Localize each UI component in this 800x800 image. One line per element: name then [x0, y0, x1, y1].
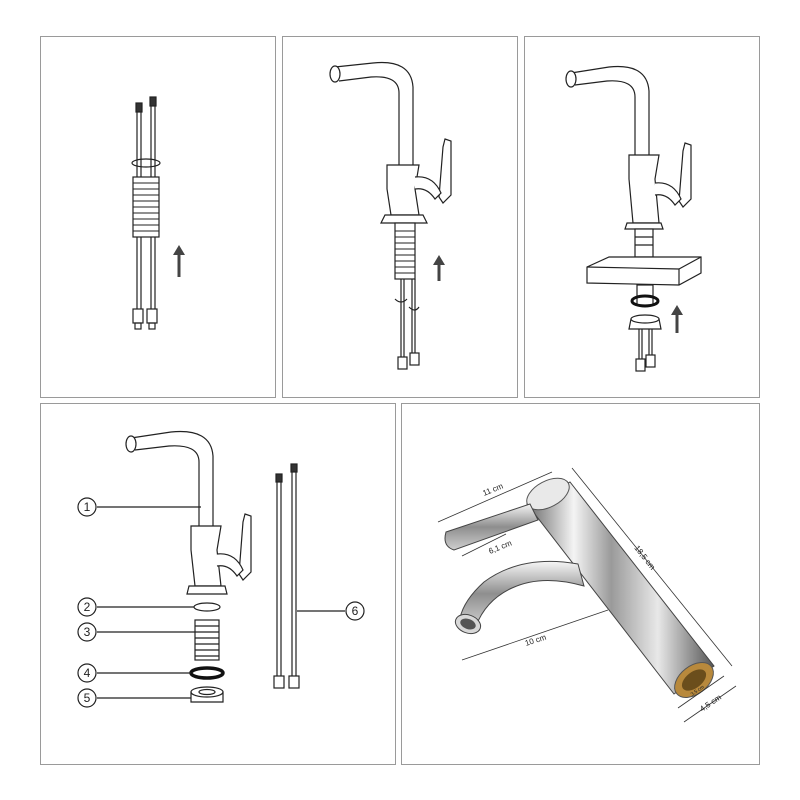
faucet-handle	[444, 503, 539, 551]
dimensions-panel: 11 cm 6,1 cm 18,5 cm 10 cm 3,5 cm 4,5 cm	[401, 403, 760, 765]
callout-4: 4	[84, 666, 91, 680]
callout-2: 2	[84, 600, 91, 614]
callout-6: 6	[352, 604, 359, 618]
step-3-countertop-illustration	[565, 65, 702, 372]
step-1-hoses-illustration	[131, 96, 185, 330]
parts-diagram-panel: 1 2 3 4 5 6	[40, 403, 396, 765]
step-2-faucet-illustration	[329, 61, 452, 370]
faucet-body	[526, 477, 715, 698]
faucet-spout	[454, 560, 585, 635]
callout-1: 1	[84, 500, 91, 514]
callout-5: 5	[84, 691, 91, 705]
dim-spout-reach: 10 cm	[524, 633, 548, 648]
step-3-panel	[524, 36, 760, 398]
step-2-panel	[282, 36, 518, 398]
up-arrow-icon	[433, 255, 445, 281]
parts-diagram: 1 2 3 4 5 6	[77, 430, 365, 708]
up-arrow-icon	[671, 305, 683, 333]
callout-3: 3	[84, 625, 91, 639]
up-arrow-icon	[173, 245, 185, 277]
step-1-panel	[40, 36, 276, 398]
dim-base-diameter: 4,5 cm	[698, 693, 723, 714]
faucet-dimensions-illustration: 11 cm 6,1 cm 18,5 cm 10 cm 3,5 cm 4,5 cm	[437, 467, 737, 723]
dim-spout-top-length: 11 cm	[481, 481, 504, 497]
